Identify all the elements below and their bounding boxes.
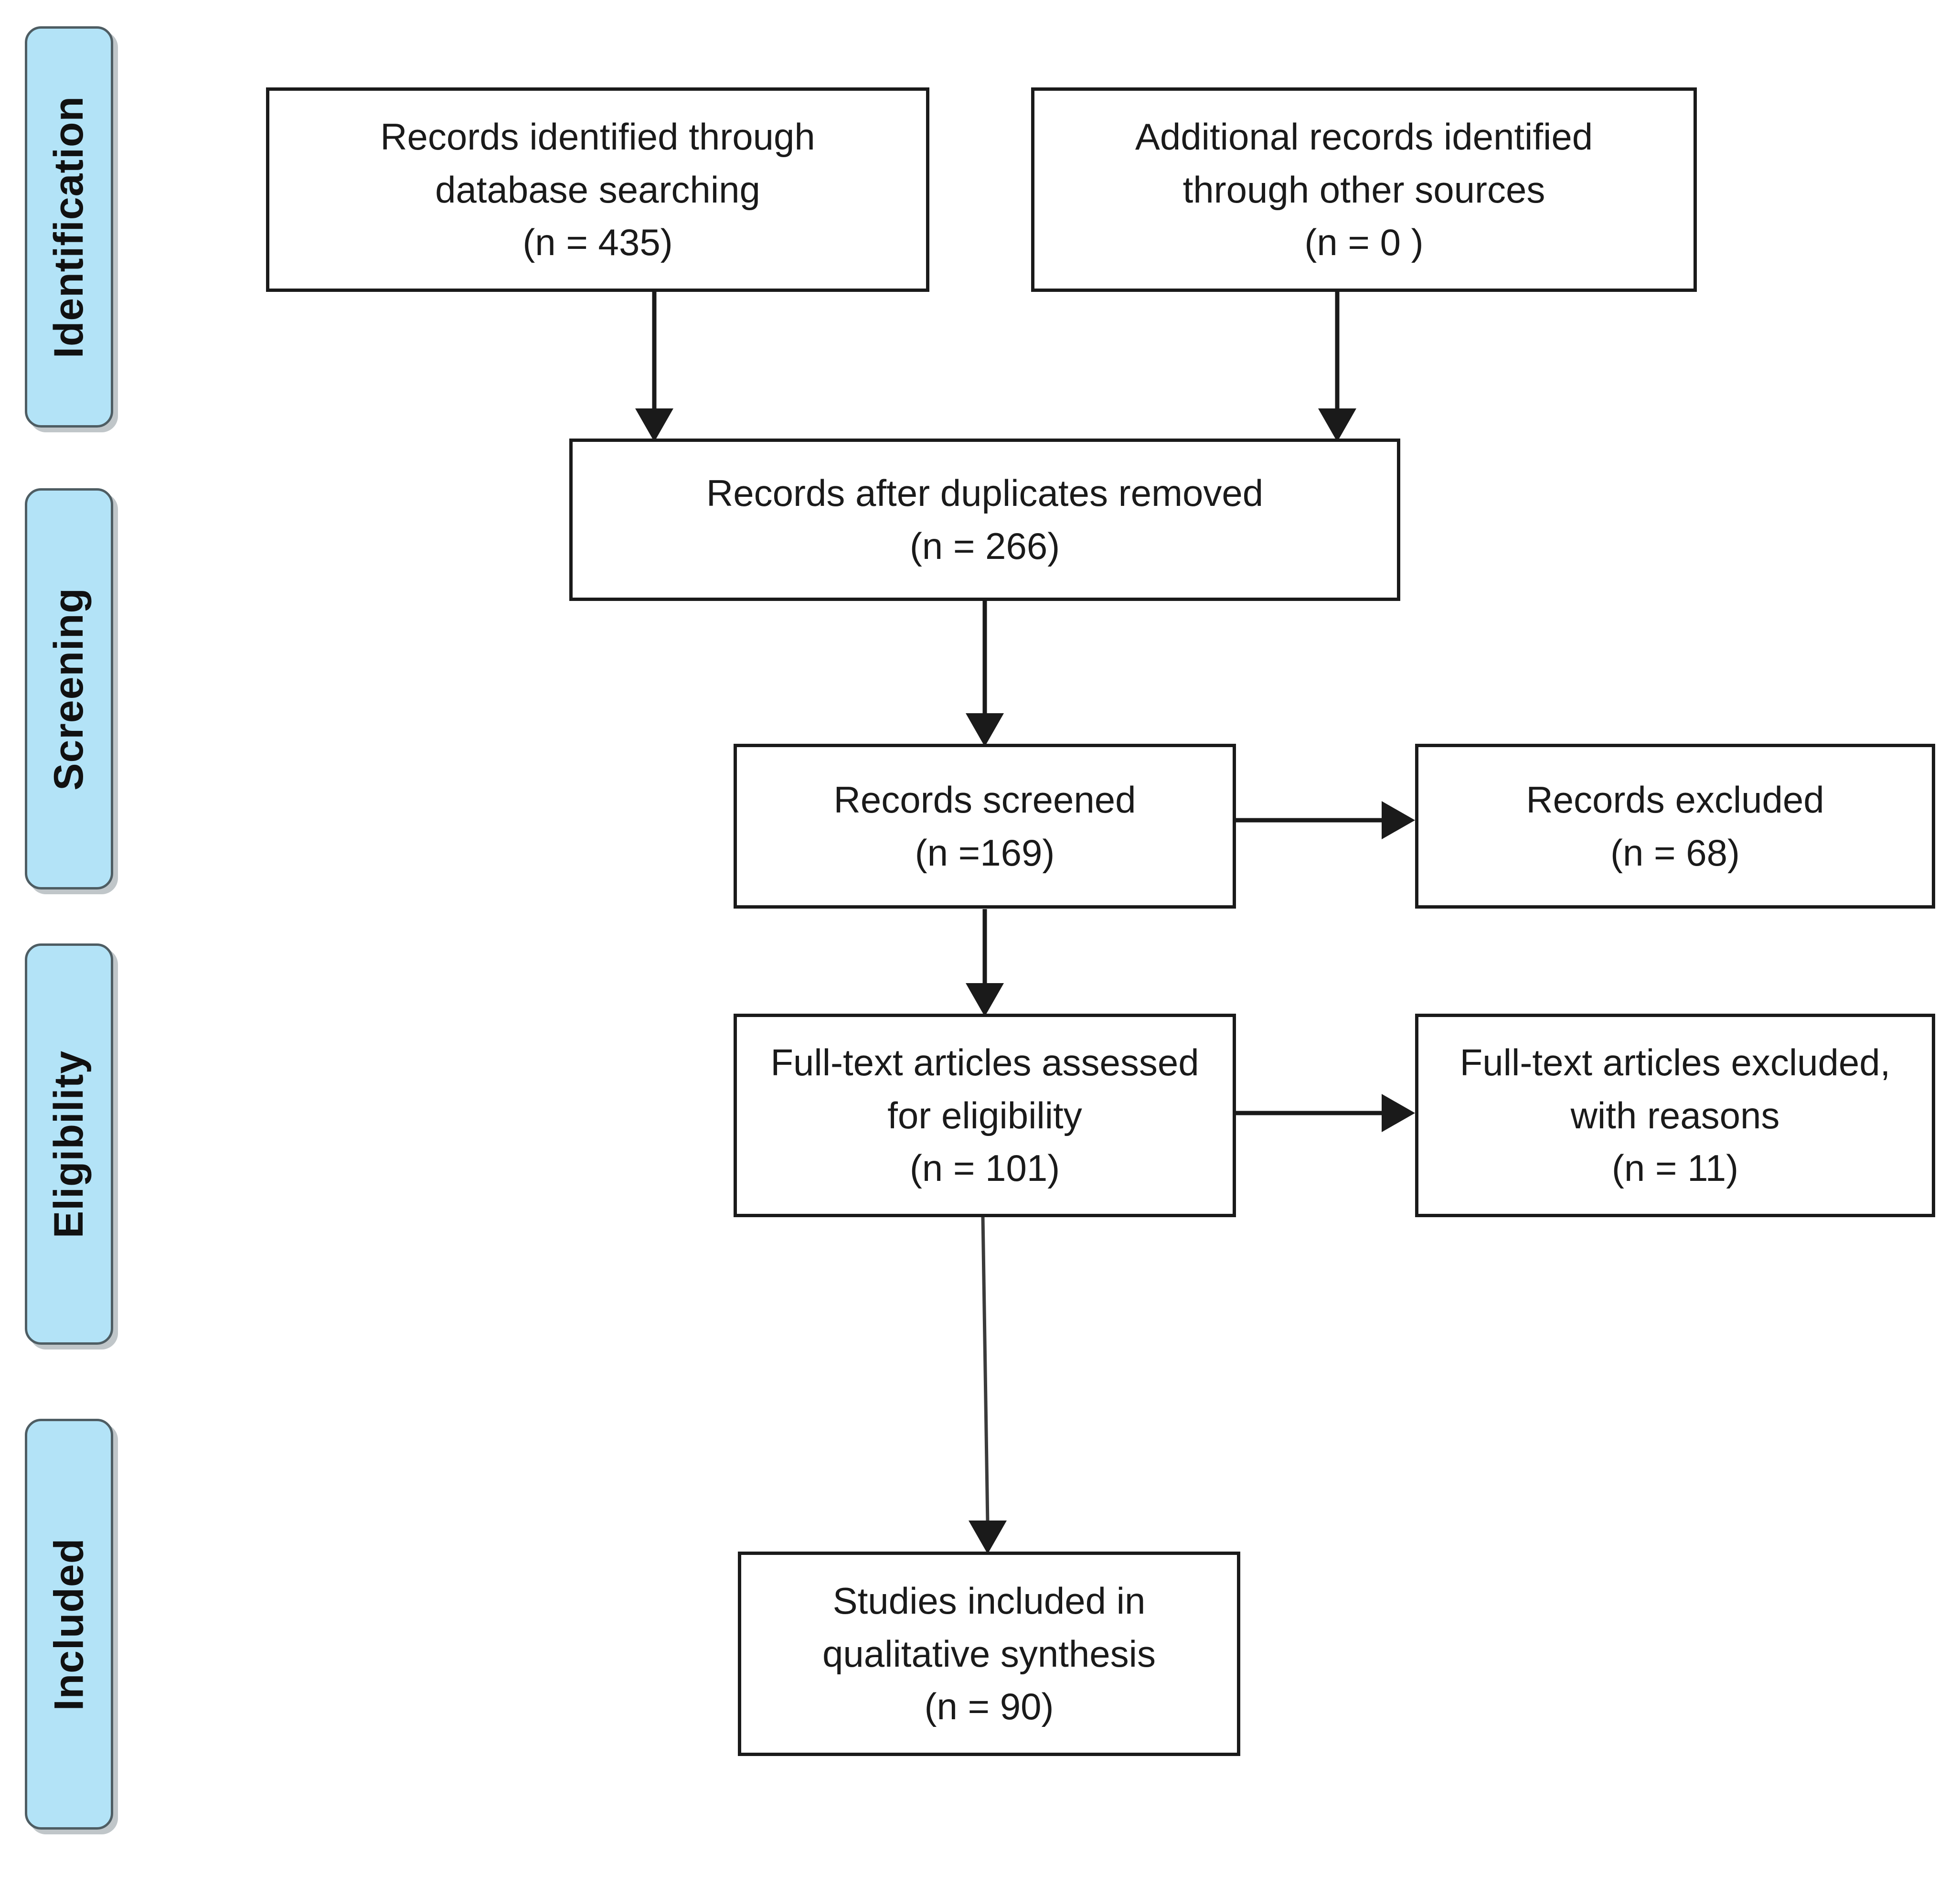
phase-pill-included: Included	[25, 1419, 113, 1830]
phase-label-included: Included	[46, 1538, 92, 1711]
connector-identified-to-duplicates	[635, 292, 673, 442]
box-line: through other sources	[1182, 168, 1545, 211]
box-records-after-duplicates-removed: Records after duplicates removed (n = 26…	[569, 439, 1400, 601]
box-line: Records after duplicates removed	[706, 472, 1264, 514]
box-full-text-assessed: Full-text articles assessed for eligibil…	[734, 1014, 1236, 1217]
box-records-excluded: Records excluded (n = 68)	[1415, 744, 1935, 909]
phase-pill-eligibility: Eligibility	[25, 943, 113, 1345]
box-count: (n = 435)	[522, 221, 673, 264]
box-full-text-excluded: Full-text articles excluded, with reason…	[1415, 1014, 1935, 1217]
box-line: database searching	[435, 168, 760, 211]
phase-pill-identification: Identification	[25, 26, 113, 428]
connector-duplicates-to-screened	[966, 600, 1004, 747]
box-count: (n = 68)	[1610, 831, 1740, 874]
box-line: Records identified through	[380, 115, 815, 158]
connector-screened-to-excluded	[1236, 801, 1415, 839]
box-count: (n =169)	[915, 831, 1055, 874]
box-count: (n = 266)	[909, 525, 1060, 567]
box-records-identified-database: Records identified through database sear…	[266, 87, 929, 292]
box-line: qualitative synthesis	[822, 1632, 1156, 1675]
box-studies-included-qualitative: Studies included in qualitative synthesi…	[738, 1552, 1240, 1756]
box-line: for eligibility	[887, 1094, 1082, 1136]
box-line: with reasons	[1570, 1094, 1780, 1136]
box-count: (n = 90)	[924, 1685, 1054, 1728]
box-records-screened: Records screened (n =169)	[734, 744, 1236, 909]
box-count: (n = 101)	[909, 1147, 1060, 1189]
phase-label-screening: Screening	[46, 587, 92, 791]
box-line: Records screened	[833, 778, 1136, 821]
box-line: Records excluded	[1526, 778, 1824, 821]
phase-label-identification: Identification	[46, 96, 92, 358]
box-additional-records-other-sources: Additional records identified through ot…	[1031, 87, 1697, 292]
connector-screened-to-fulltext	[966, 909, 1004, 1017]
box-line: Full-text articles excluded,	[1459, 1041, 1891, 1083]
box-line: Additional records identified	[1135, 115, 1593, 158]
connector-fulltext-to-fulltext-excluded	[1236, 1094, 1415, 1132]
box-line: Full-text articles assessed	[770, 1041, 1199, 1083]
connector-fulltext-to-studies-included	[969, 1217, 1007, 1554]
connector-additional-to-duplicates	[1318, 292, 1356, 442]
phase-pill-screening: Screening	[25, 488, 113, 889]
box-count: (n = 0 )	[1304, 221, 1424, 264]
box-count: (n = 11)	[1611, 1147, 1739, 1189]
phase-label-eligibility: Eligibility	[46, 1050, 92, 1238]
box-line: Studies included in	[832, 1579, 1146, 1622]
